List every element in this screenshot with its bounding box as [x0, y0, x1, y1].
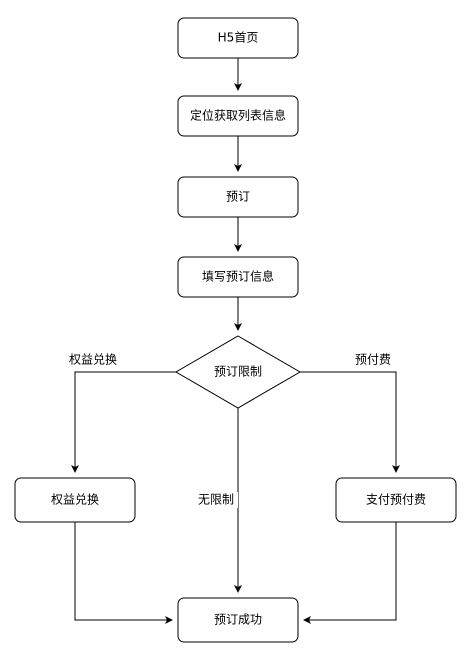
node-reserve-label: 预订	[226, 190, 250, 204]
node-locate-fetch-list-label: 定位获取列表信息	[190, 108, 286, 123]
edge-benefit-exchange-to-success	[74, 522, 173, 624]
node-h5-home: H5首页	[177, 17, 299, 59]
node-reservation-limit: 预订限制	[175, 335, 301, 409]
edge-limit-to-pay-deposit	[300, 371, 400, 473]
node-reservation-success: 预订成功	[177, 597, 299, 643]
edge-label-right-branch: 预付费	[355, 353, 391, 367]
edge-label-right-branch-bg	[350, 352, 398, 368]
node-pay-deposit: 支付预付费	[335, 477, 457, 523]
node-reservation-success-label: 预订成功	[214, 613, 262, 627]
node-fill-reservation-info-label: 填写预订信息	[202, 269, 274, 284]
edge-label-middle-branch: 无限制	[198, 493, 234, 507]
node-benefit-exchange-label: 权益兑换	[51, 493, 99, 507]
edge-label-left-branch-bg	[62, 352, 120, 368]
node-reservation-limit-label: 预订限制	[214, 365, 262, 379]
node-reserve: 预订	[177, 176, 299, 218]
node-pay-deposit-label: 支付预付费	[366, 493, 426, 507]
edge-limit-to-benefit-exchange	[71, 371, 176, 473]
node-benefit-exchange: 权益兑换	[14, 477, 136, 523]
edge-label-middle-branch-bg	[192, 492, 238, 508]
edge-pay-deposit-to-success	[303, 522, 397, 624]
node-h5-home-label: H5首页	[218, 31, 259, 45]
node-locate-fetch-list: 定位获取列表信息	[177, 95, 299, 137]
edge-label-left-branch: 权益兑换	[69, 353, 117, 367]
node-fill-reservation-info: 填写预订信息	[177, 256, 299, 298]
